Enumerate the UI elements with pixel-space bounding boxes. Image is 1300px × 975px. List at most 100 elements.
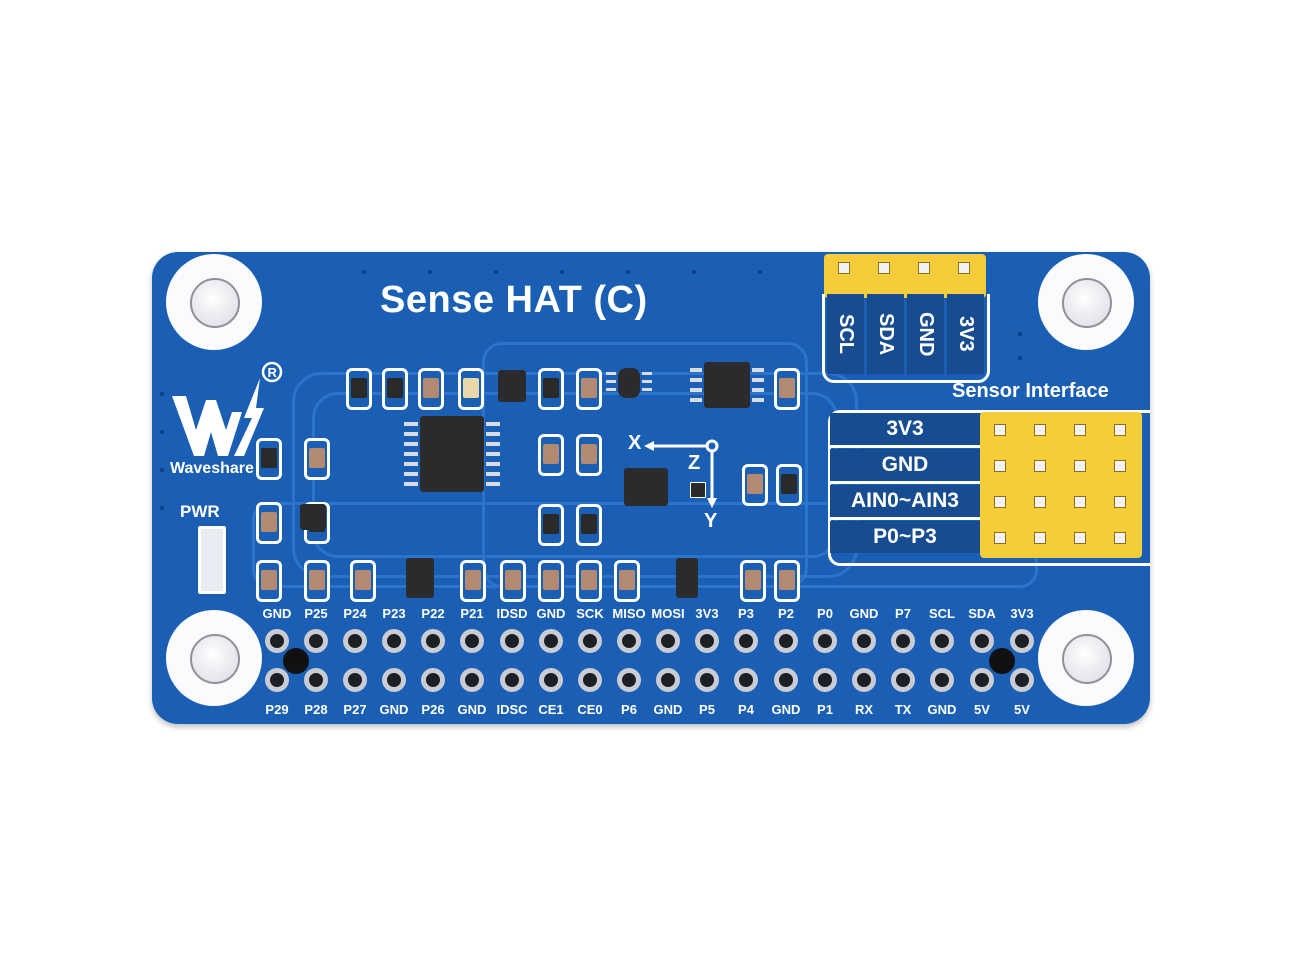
gpio-top-label: P22 <box>421 606 445 621</box>
gpio-top-label: MOSI <box>651 606 685 621</box>
waveshare-logo-icon: R <box>172 361 283 456</box>
gpio-pad[interactable] <box>656 629 680 653</box>
gpio-pad[interactable] <box>1010 668 1034 692</box>
mounting-hole-top-left <box>166 254 262 350</box>
capacitor <box>304 560 330 602</box>
gpio-pad[interactable] <box>343 629 367 653</box>
gpio-pad[interactable] <box>891 668 915 692</box>
gpio-pad[interactable] <box>578 668 602 692</box>
gpio-pad[interactable] <box>382 629 406 653</box>
gpio-pad[interactable] <box>460 629 484 653</box>
gpio-pad[interactable] <box>500 629 524 653</box>
via <box>160 506 164 510</box>
gpio-bottom-label: P4 <box>738 702 754 717</box>
gpio-pad[interactable] <box>265 629 289 653</box>
gpio-bottom-label: RX <box>854 702 874 717</box>
capacitor <box>576 560 602 602</box>
gpio-pad[interactable] <box>304 668 328 692</box>
gpio-top-label: P21 <box>460 606 484 621</box>
power-led <box>198 526 226 594</box>
capacitor <box>458 368 484 410</box>
resistor <box>538 368 564 410</box>
resistor <box>538 504 564 546</box>
gpio-bottom-label: P26 <box>421 702 445 717</box>
gpio-pad[interactable] <box>265 668 289 692</box>
axis-y-label: Y <box>704 510 718 532</box>
gpio-pad[interactable] <box>539 629 563 653</box>
gpio-pad[interactable] <box>421 668 445 692</box>
gpio-pad[interactable] <box>460 668 484 692</box>
via <box>1018 356 1022 360</box>
gpio-top-label: P3 <box>738 606 754 621</box>
gpio-top-label: SCL <box>929 606 955 621</box>
sense-hat-board: Sense HAT (C) R Waveshare PWR <box>152 252 1150 724</box>
mounting-hole-top-right <box>1038 254 1134 350</box>
gpio-bottom-label: IDSC <box>496 702 528 717</box>
mounting-hole-drill <box>1062 634 1112 684</box>
gpio-top-label: IDSD <box>496 606 528 621</box>
gpio-pad[interactable] <box>304 629 328 653</box>
resistor <box>382 368 408 410</box>
gpio-pad[interactable] <box>734 629 758 653</box>
gpio-pad[interactable] <box>813 668 837 692</box>
gpio-pad[interactable] <box>734 668 758 692</box>
sensor-interface-frame <box>828 410 1150 566</box>
via <box>362 270 366 274</box>
gpio-pad[interactable] <box>695 629 719 653</box>
via <box>160 430 164 434</box>
axis-arrows-icon <box>644 439 719 508</box>
gpio-pad[interactable] <box>774 668 798 692</box>
gpio-bottom-label: GND <box>379 702 409 717</box>
gpio-top-label: MISO <box>612 606 646 621</box>
resistor <box>576 504 602 546</box>
gpio-pad[interactable] <box>852 629 876 653</box>
mounting-hole-bottom-left <box>166 610 262 706</box>
gpio-pad[interactable] <box>774 629 798 653</box>
gpio-pad[interactable] <box>930 629 954 653</box>
capacitor <box>742 464 768 506</box>
capacitor <box>350 560 376 602</box>
svg-text:R: R <box>268 365 278 380</box>
capacitor <box>304 438 330 480</box>
gpio-top-label: SDA <box>968 606 996 621</box>
gpio-bottom-label: P27 <box>343 702 367 717</box>
gpio-pad[interactable] <box>930 668 954 692</box>
capacitor <box>576 368 602 410</box>
gpio-pad[interactable] <box>421 629 445 653</box>
imu-ic <box>624 468 668 506</box>
gpio-pad[interactable] <box>500 668 524 692</box>
capacitor <box>614 560 640 602</box>
gpio-top-label: P25 <box>304 606 328 621</box>
capacitor <box>774 560 800 602</box>
gpio-pad[interactable] <box>1010 629 1034 653</box>
gpio-pad[interactable] <box>617 668 641 692</box>
gpio-top-label: 3V3 <box>695 606 719 621</box>
gpio-top-label: 3V3 <box>1010 606 1034 621</box>
via <box>494 270 498 274</box>
imu-orientation-marker <box>690 482 706 498</box>
sensor-interface-header-connector[interactable] <box>980 412 1142 558</box>
gpio-pad[interactable] <box>852 668 876 692</box>
gpio-pad[interactable] <box>539 668 563 692</box>
gpio-pad[interactable] <box>695 668 719 692</box>
gpio-pad[interactable] <box>891 629 915 653</box>
gpio-pad[interactable] <box>382 668 406 692</box>
gpio-pad[interactable] <box>617 629 641 653</box>
capacitor <box>256 502 282 544</box>
gpio-pad[interactable] <box>813 629 837 653</box>
gpio-bottom-label: GND <box>457 702 487 717</box>
gpio-bottom-label: P29 <box>265 702 289 717</box>
capacitor <box>740 560 766 602</box>
capacitor <box>538 434 564 476</box>
mounting-hole-bottom-right <box>1038 610 1134 706</box>
gpio-pad[interactable] <box>970 668 994 692</box>
gpio-pad[interactable] <box>656 668 680 692</box>
gpio-pad[interactable] <box>343 668 367 692</box>
gpio-pad[interactable] <box>578 629 602 653</box>
gpio-bottom-label: P1 <box>817 702 833 717</box>
gpio-pad[interactable] <box>970 629 994 653</box>
gpio-top-label: SCK <box>576 606 604 621</box>
i2c-header-connector[interactable] <box>824 254 986 298</box>
sensor-row-label: P0~P3 <box>830 521 980 553</box>
resistor <box>346 368 372 410</box>
